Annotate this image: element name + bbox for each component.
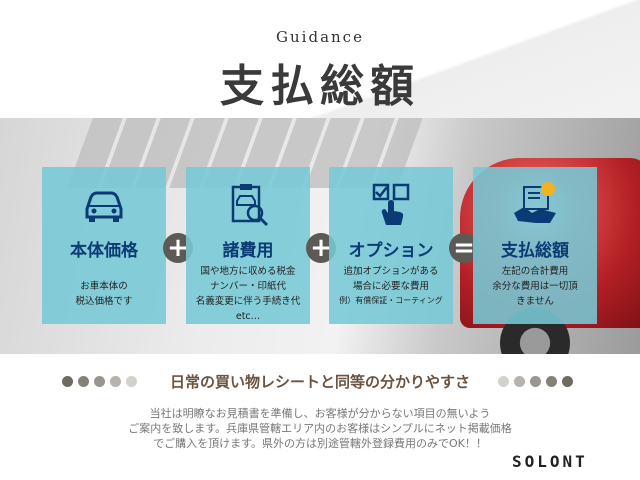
dot — [514, 376, 525, 387]
dot — [546, 376, 557, 387]
dot — [530, 376, 541, 387]
step-note: 例）有償保証・コーティング — [339, 296, 443, 305]
decorative-dots-left — [62, 376, 137, 387]
step-desc: お車本体の 税込価格です — [75, 281, 133, 307]
car-icon — [85, 191, 123, 222]
step-panel-base-price: 本体価格 お車本体の 税込価格です — [42, 167, 166, 324]
dot — [126, 376, 137, 387]
checkbox-touch-icon — [372, 183, 410, 225]
step-title: オプション — [348, 241, 434, 261]
step-desc: 追加オプションがある 場合に必要な費用 — [343, 266, 439, 292]
dot — [110, 376, 121, 387]
body-text: 当社は明瞭なお見積書を準備し、お客様が分からない項目の無いよう ご案内を致します… — [128, 407, 512, 450]
step-panel-total: 支払総額 左記の合計費用 余分な費用は一切頂 きません — [473, 167, 597, 324]
dot — [94, 376, 105, 387]
step-title: 支払総額 — [501, 241, 569, 261]
step-panel-options: オプション 追加オプションがある 場合に必要な費用 例）有償保証・コーティング — [329, 167, 453, 324]
handshake-contract-icon — [514, 182, 556, 223]
page-title: 支払総額 — [220, 61, 420, 112]
dot — [562, 376, 573, 387]
dot — [78, 376, 89, 387]
step-panel-fees: 諸費用 国や地方に収める税金 ナンバー・印紙代 名義変更に伴う手続き代 etc… — [186, 167, 310, 324]
document-inspect-icon — [231, 184, 269, 227]
decorative-dots-right — [498, 376, 573, 387]
header: Guidance 支払総額 — [0, 28, 640, 114]
step-desc: 国や地方に収める税金 ナンバー・印紙代 名義変更に伴う手続き代 etc… — [195, 266, 301, 322]
company-logo: SOLONT — [512, 452, 588, 471]
step-title: 本体価格 — [70, 241, 138, 261]
step-title: 諸費用 — [222, 241, 274, 261]
header-subtitle: Guidance — [276, 28, 364, 46]
dot — [498, 376, 509, 387]
step-desc: 左記の合計費用 余分な費用は一切頂 きません — [492, 266, 578, 307]
tagline: 日常の買い物レシートと同等の分かりやすさ — [169, 373, 470, 391]
dot — [62, 376, 73, 387]
